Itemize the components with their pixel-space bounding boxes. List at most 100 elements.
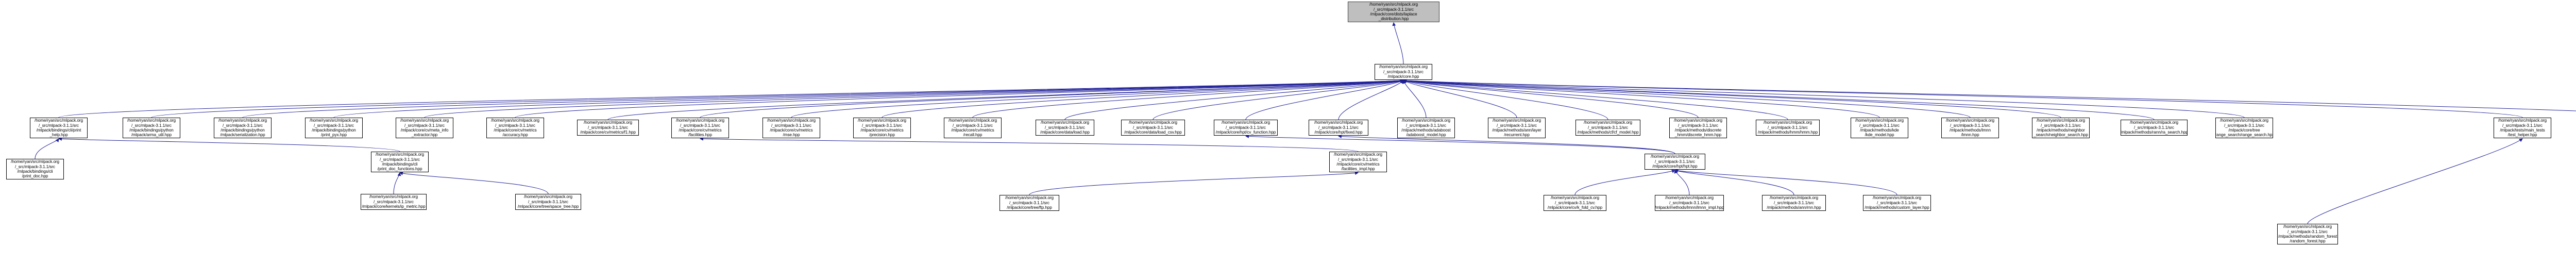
- graph-node-label: /home/ryan/src/mlpack.org /_src/mlpack-3…: [1040, 120, 1090, 135]
- graph-node[interactable]: /home/ryan/src/mlpack.org /_src/mlpack-3…: [1941, 118, 1999, 138]
- graph-node-label: /home/ryan/src/mlpack.org /_src/mlpack-3…: [35, 118, 83, 138]
- graph-node-label: /home/ryan/src/mlpack.org /_src/mlpack-3…: [362, 194, 426, 209]
- graph-node[interactable]: /home/ryan/src/mlpack.org /_src/mlpack-3…: [1756, 120, 1820, 136]
- graph-node[interactable]: /home/ryan/src/mlpack.org /_src/mlpack-3…: [944, 118, 1002, 138]
- graph-edge: [1153, 79, 1404, 120]
- graph-node[interactable]: /home/ryan/src/mlpack.org /_src/mlpack-3…: [1645, 154, 1705, 170]
- graph-node[interactable]: /home/ryan/src/mlpack.org /_src/mlpack-3…: [1544, 195, 1606, 211]
- graph-node[interactable]: /home/ryan/src/mlpack.org /_src/mlpack-3…: [999, 195, 1059, 211]
- graph-edge: [1403, 79, 2061, 118]
- graph-node-label: /home/ryan/src/mlpack.org /_src/mlpack-3…: [1674, 118, 1722, 138]
- graph-node-label: /home/ryan/src/mlpack.org /_src/mlpack-3…: [1655, 195, 1724, 210]
- graph-node-label: /home/ryan/src/mlpack.org /_src/mlpack-3…: [948, 118, 997, 138]
- graph-node[interactable]: /home/ryan/src/mlpack.org /_src/mlpack-3…: [361, 194, 427, 210]
- graph-node-label: /home/ryan/src/mlpack.org /_src/mlpack-3…: [310, 118, 358, 138]
- graph-node-label: /home/ryan/src/mlpack.org /_src/mlpack-3…: [127, 118, 176, 138]
- graph-edge: [1574, 170, 1675, 195]
- graph-node[interactable]: /home/ryan/src/mlpack.org /_src/mlpack-3…: [762, 118, 820, 138]
- graph-node-label: /home/ryan/src/mlpack.org /_src/mlpack-3…: [1334, 152, 1382, 172]
- graph-node[interactable]: /home/ryan/src/mlpack.org /_src/mlpack-3…: [214, 118, 272, 138]
- graph-node[interactable]: /home/ryan/src/mlpack.org /_src/mlpack-3…: [30, 118, 88, 138]
- graph-node[interactable]: /home/ryan/src/mlpack.org /_src/mlpack-3…: [671, 118, 729, 138]
- graph-node-label: /home/ryan/src/mlpack.org /_src/mlpack-3…: [1124, 120, 1182, 135]
- graph-edge: [1402, 80, 1427, 118]
- graph-node-root[interactable]: /home/ryan/src/mlpack.org /_src/mlpack-3…: [1348, 2, 1439, 22]
- graph-node-label: /home/ryan/src/mlpack.org /_src/mlpack-3…: [1314, 120, 1363, 135]
- graph-node[interactable]: /home/ryan/src/mlpack.org /_src/mlpack-3…: [2215, 118, 2273, 138]
- graph-edge: [333, 78, 1404, 118]
- graph-node[interactable]: /home/ryan/src/mlpack.org /_src/mlpack-3…: [1214, 120, 1278, 136]
- graph-node-label: /home/ryan/src/mlpack.org /_src/mlpack-3…: [1547, 195, 1603, 210]
- graph-node[interactable]: /home/ryan/src/mlpack.org /_src/mlpack-3…: [1397, 118, 1455, 138]
- graph-node-label: /home/ryan/src/mlpack.org /_src/mlpack-3…: [400, 118, 449, 138]
- graph-node[interactable]: /home/ryan/src/mlpack.org /_src/mlpack-3…: [515, 194, 581, 210]
- graph-edge: [1338, 80, 1404, 120]
- graph-edge: [1403, 80, 1517, 118]
- graph-node[interactable]: /home/ryan/src/mlpack.org /_src/mlpack-3…: [1851, 118, 1908, 138]
- graph-node-label: /home/ryan/src/mlpack.org /_src/mlpack-3…: [11, 159, 59, 179]
- graph-node-label: /home/ryan/src/mlpack.org /_src/mlpack-3…: [1369, 2, 1418, 22]
- graph-edge: [151, 78, 1404, 118]
- graph-node-label: /home/ryan/src/mlpack.org /_src/mlpack-3…: [2033, 118, 2088, 138]
- graph-edge: [515, 78, 1404, 118]
- graph-edge: [882, 79, 1404, 118]
- graph-node-label: /home/ryan/src/mlpack.org /_src/mlpack-3…: [767, 118, 816, 138]
- graph-edge: [58, 137, 400, 152]
- graph-edge: [1392, 22, 1404, 64]
- graph-edge: [393, 172, 401, 194]
- graph-node[interactable]: /home/ryan/src/mlpack.org /_src/mlpack-3…: [2277, 224, 2338, 244]
- graph-edge: [1064, 79, 1404, 120]
- graph-node[interactable]: /home/ryan/src/mlpack.org /_src/mlpack-3…: [1655, 195, 1724, 211]
- graph-node[interactable]: /home/ryan/src/mlpack.org /_src/mlpack-3…: [371, 152, 429, 172]
- graph-node[interactable]: /home/ryan/src/mlpack.org /_src/mlpack-3…: [2494, 118, 2551, 138]
- graph-node[interactable]: /home/ryan/src/mlpack.org /_src/mlpack-3…: [1121, 120, 1185, 136]
- graph-node-label: /home/ryan/src/mlpack.org /_src/mlpack-3…: [1767, 195, 1821, 210]
- graph-node[interactable]: /home/ryan/src/mlpack.org /_src/mlpack-3…: [1329, 152, 1387, 172]
- graph-node-label: /home/ryan/src/mlpack.org /_src/mlpack-3…: [1401, 118, 1451, 138]
- graph-edge: [58, 78, 1404, 118]
- graph-edge: [1674, 170, 1690, 195]
- graph-node[interactable]: /home/ryan/src/mlpack.org /_src/mlpack-3…: [396, 118, 453, 138]
- graph-node[interactable]: /home/ryan/src/mlpack.org /_src/mlpack-3…: [305, 118, 363, 138]
- graph-node[interactable]: /home/ryan/src/mlpack.org /_src/mlpack-3…: [1309, 120, 1368, 136]
- graph-node[interactable]: /home/ryan/src/mlpack.org /_src/mlpack-3…: [123, 118, 180, 138]
- graph-node-label: /home/ryan/src/mlpack.org /_src/mlpack-3…: [1946, 118, 1994, 138]
- graph-node-core-hpp[interactable]: /home/ryan/src/mlpack.org /_src/mlpack-3…: [1375, 64, 1432, 80]
- graph-edge: [1403, 79, 1699, 118]
- graph-edge: [35, 138, 59, 159]
- graph-node-label: /home/ryan/src/mlpack.org /_src/mlpack-3…: [1379, 64, 1428, 79]
- graph-edge: [791, 79, 1404, 118]
- graph-edge: [1674, 169, 1794, 195]
- graph-node-label: /home/ryan/src/mlpack.org /_src/mlpack-3…: [1865, 195, 1929, 210]
- graph-node[interactable]: /home/ryan/src/mlpack.org /_src/mlpack-3…: [1669, 118, 1727, 138]
- graph-node[interactable]: /home/ryan/src/mlpack.org /_src/mlpack-3…: [2121, 120, 2188, 136]
- graph-edge: [1674, 169, 1897, 195]
- graph-edge: [1245, 80, 1404, 120]
- graph-node[interactable]: /home/ryan/src/mlpack.org /_src/mlpack-3…: [853, 118, 911, 138]
- graph-edge: [972, 79, 1404, 118]
- graph-node[interactable]: /home/ryan/src/mlpack.org /_src/mlpack-3…: [1863, 195, 1931, 211]
- graph-node-label: /home/ryan/src/mlpack.org /_src/mlpack-3…: [2215, 118, 2273, 138]
- graph-edge: [1245, 134, 1675, 154]
- graph-node[interactable]: /home/ryan/src/mlpack.org /_src/mlpack-3…: [1036, 120, 1094, 136]
- graph-edge: [424, 78, 1404, 118]
- graph-node-label: /home/ryan/src/mlpack.org /_src/mlpack-3…: [1215, 120, 1276, 135]
- graph-edge: [607, 79, 1404, 120]
- graph-node-label: /home/ryan/src/mlpack.org /_src/mlpack-3…: [491, 118, 539, 138]
- graph-node[interactable]: /home/ryan/src/mlpack.org /_src/mlpack-3…: [1575, 120, 1640, 136]
- graph-edge: [1403, 78, 2523, 118]
- graph-node[interactable]: /home/ryan/src/mlpack.org /_src/mlpack-3…: [486, 118, 544, 138]
- graph-node[interactable]: /home/ryan/src/mlpack.org /_src/mlpack-3…: [6, 159, 64, 179]
- graph-edge: [700, 79, 1404, 118]
- graph-node-label: /home/ryan/src/mlpack.org /_src/mlpack-3…: [2498, 118, 2547, 138]
- graph-node[interactable]: /home/ryan/src/mlpack.org /_src/mlpack-3…: [1488, 118, 1546, 138]
- graph-node-label: /home/ryan/src/mlpack.org /_src/mlpack-3…: [2278, 224, 2337, 244]
- graph-node-label: /home/ryan/src/mlpack.org /_src/mlpack-3…: [218, 118, 267, 138]
- graph-node-label: /home/ryan/src/mlpack.org /_src/mlpack-3…: [1855, 118, 1904, 138]
- graph-edge: [2307, 138, 2523, 224]
- graph-node-label: /home/ryan/src/mlpack.org /_src/mlpack-3…: [858, 118, 906, 138]
- graph-node[interactable]: /home/ryan/src/mlpack.org /_src/mlpack-3…: [2032, 118, 2090, 138]
- graph-node[interactable]: /home/ryan/src/mlpack.org /_src/mlpack-3…: [577, 120, 639, 136]
- graph-node[interactable]: /home/ryan/src/mlpack.org /_src/mlpack-3…: [1762, 195, 1826, 211]
